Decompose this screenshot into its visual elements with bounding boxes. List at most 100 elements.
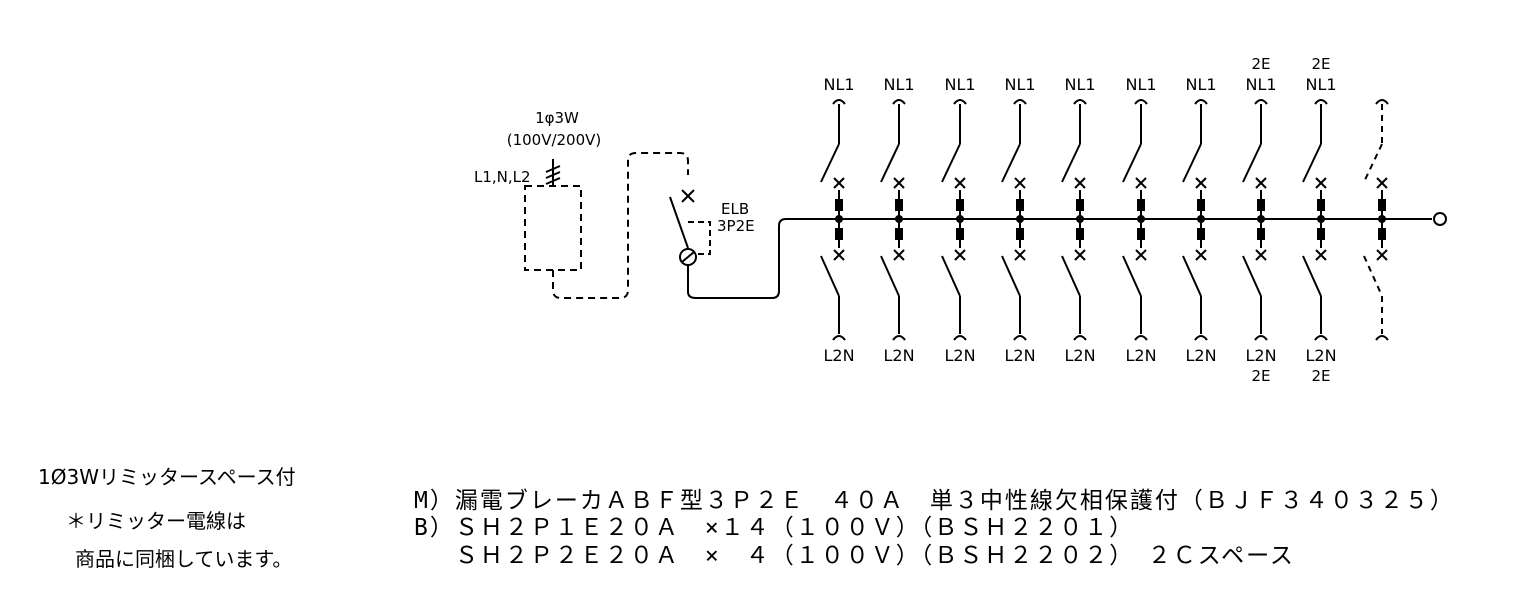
bottom-blade: [941, 255, 961, 297]
elb-spec-label: 3P2E: [717, 217, 755, 235]
top-blade: [1363, 143, 1383, 183]
bottom-blade: [880, 255, 900, 297]
bus-node: [1076, 215, 1084, 223]
bottom-terminal-arc: [1194, 335, 1208, 341]
top-contact-cross: [1135, 177, 1147, 189]
top-contact-cross: [1195, 177, 1207, 189]
supply-voltage-label: (100V/200V): [507, 131, 602, 149]
top-terminal-arc: [892, 99, 906, 105]
bus-clip-upper: [1137, 199, 1145, 211]
bus-clip-upper: [956, 199, 964, 211]
branch-top-label: NL1: [823, 75, 854, 94]
branch-top-label: NL1: [944, 75, 975, 94]
bottom-contact-cross: [1255, 249, 1267, 261]
branch-bottom-label: L2N: [1004, 346, 1035, 365]
bus-clip-lower: [895, 228, 903, 240]
branch-bottom-label: L2N: [1125, 346, 1156, 365]
bus-clip-upper: [835, 199, 843, 211]
top-terminal-arc: [1073, 99, 1087, 105]
top-contact-cross: [893, 177, 905, 189]
bottom-terminal-arc: [1073, 335, 1087, 341]
bus-node: [895, 215, 903, 223]
branch-top-pole-label: 2E: [1311, 55, 1330, 73]
top-terminal-arc: [1375, 99, 1389, 105]
top-blade: [1122, 143, 1142, 183]
bus-clip-upper: [1016, 199, 1024, 211]
bottom-contact-cross: [954, 249, 966, 261]
branch-bottom-label: L2N: [1064, 346, 1095, 365]
bus-clip-lower: [956, 228, 964, 240]
bottom-terminal-arc: [1134, 335, 1148, 341]
branch-top-label: NL1: [883, 75, 914, 94]
bottom-blade: [1122, 255, 1142, 297]
legend-line-branch-1e: B）ＳＨ２Ｐ１Ｅ２０Ａ ×１４（１００Ｖ）（ＢＳＨ２２０１）: [414, 515, 1135, 541]
elb-trip-mark: [681, 251, 695, 263]
top-blade: [1061, 143, 1081, 183]
top-terminal-arc: [953, 99, 967, 105]
bus-terminal: [1433, 212, 1447, 226]
top-terminal-arc: [1013, 99, 1027, 105]
branch-top-label: NL1: [1004, 75, 1035, 94]
supply-slash-3: [545, 177, 561, 185]
top-contact-cross: [833, 177, 845, 189]
side-note-3: 商品に同梱しています。: [75, 547, 293, 571]
top-blade: [1242, 143, 1262, 183]
bus-clip-lower: [1137, 228, 1145, 240]
bus-clip-lower: [1378, 228, 1386, 240]
bus-clip-upper: [1076, 199, 1084, 211]
bottom-contact-cross: [1074, 249, 1086, 261]
branch-bottom-label: L2N: [883, 346, 914, 365]
elb-blade: [669, 196, 689, 249]
top-blade: [1001, 143, 1021, 183]
branch-top-pole-label: 2E: [1251, 55, 1270, 73]
branch-bottom-label: L2N: [1185, 346, 1216, 365]
limiter-box: [524, 185, 582, 271]
branch-top-label: NL1: [1305, 75, 1336, 94]
bottom-blade: [820, 255, 840, 297]
top-blade: [880, 143, 900, 183]
branch-top-label: NL1: [1245, 75, 1276, 94]
bus-clip-lower: [1076, 228, 1084, 240]
top-contact-cross: [1014, 177, 1026, 189]
bottom-contact-cross: [1135, 249, 1147, 261]
branch-bottom-label: L2N: [823, 346, 854, 365]
top-terminal-arc: [1134, 99, 1148, 105]
bottom-terminal-arc: [1314, 335, 1328, 341]
branch-top-label: NL1: [1125, 75, 1156, 94]
bottom-blade: [1061, 255, 1081, 297]
elb-cross-2: [681, 189, 695, 203]
bottom-blade: [1182, 255, 1202, 297]
top-terminal-arc: [1254, 99, 1268, 105]
top-contact-cross: [1255, 177, 1267, 189]
top-terminal-arc: [1194, 99, 1208, 105]
top-contact-cross: [1376, 177, 1388, 189]
branch-bottom-label: L2N: [1305, 346, 1336, 365]
bottom-terminal-arc: [953, 335, 967, 341]
top-blade: [1302, 143, 1322, 183]
bus-node: [1257, 215, 1265, 223]
branch-bottom-label: L2N: [944, 346, 975, 365]
bus-clip-upper: [1317, 199, 1325, 211]
branch-bottom-label: L2N: [1245, 346, 1276, 365]
bus-clip-lower: [1257, 228, 1265, 240]
bottom-terminal-arc: [1013, 335, 1027, 341]
branch-bottom-pole-label: 2E: [1251, 367, 1270, 385]
bottom-terminal-arc: [832, 335, 846, 341]
side-note-1: 1Ø3Wリミッタースペース付: [38, 465, 296, 489]
bottom-contact-cross: [833, 249, 845, 261]
elb-to-bus-wire: [687, 218, 1432, 299]
bottom-blade: [1001, 255, 1021, 297]
branch-top-label: NL1: [1185, 75, 1216, 94]
bottom-contact-cross: [893, 249, 905, 261]
top-blade: [820, 143, 840, 183]
bottom-blade: [1363, 255, 1383, 297]
branch-top-label: NL1: [1064, 75, 1095, 94]
bottom-contact-cross: [1315, 249, 1327, 261]
bus-node: [956, 215, 964, 223]
legend-line-branch-2e: ＳＨ２Ｐ２Ｅ２０Ａ × ４（１００Ｖ）（ＢＳＨ２２０２） ２Ｃスペース: [414, 543, 1295, 569]
supply-phase-label: 1φ3W: [535, 109, 579, 127]
bottom-terminal-arc: [1254, 335, 1268, 341]
bus-clip-upper: [895, 199, 903, 211]
supply-slash-1: [545, 165, 561, 173]
elb-name-label: ELB: [721, 200, 749, 218]
